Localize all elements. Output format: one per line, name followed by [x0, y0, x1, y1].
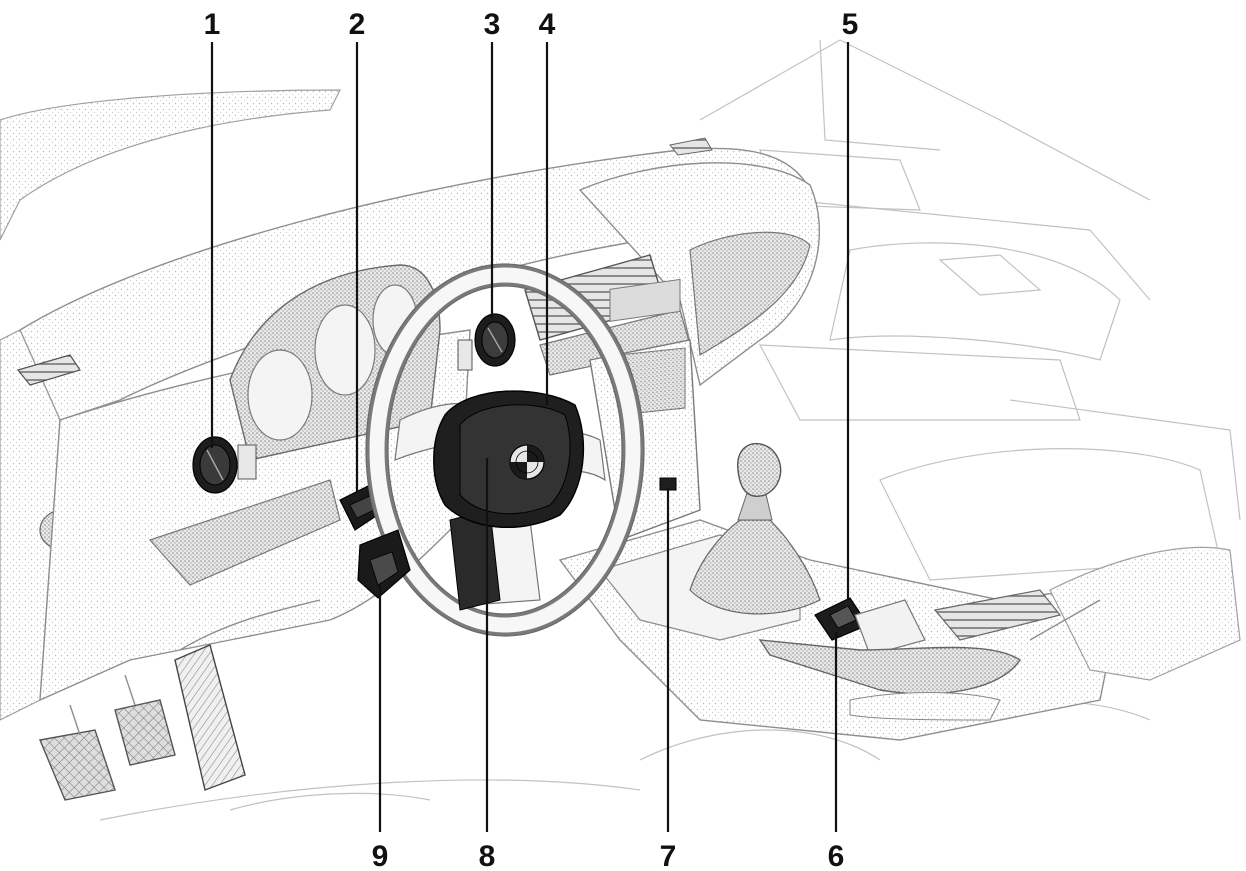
speedometer — [247, 349, 313, 441]
pedals — [39, 644, 246, 801]
left-door-panel — [0, 89, 341, 241]
tachometer — [314, 304, 376, 396]
light-switch[interactable] — [192, 436, 257, 494]
callout-8: 8 — [479, 840, 496, 871]
dashboard-illustration — [0, 39, 1241, 821]
passenger-side-sketch — [639, 39, 1241, 761]
left-air-vent — [16, 354, 81, 386]
airbag-hub[interactable] — [433, 390, 585, 529]
callout-2: 2 — [349, 8, 366, 41]
leader-lines — [210, 42, 850, 832]
clutch-pedal[interactable] — [39, 729, 116, 801]
passenger-seat — [1049, 546, 1241, 681]
callout-labels: 1 2 3 4 5 6 7 8 9 — [204, 8, 859, 871]
accelerator-pedal[interactable] — [174, 644, 246, 791]
callout-3: 3 — [484, 8, 501, 41]
brake-pedal[interactable] — [114, 699, 176, 766]
callout-1: 1 — [204, 8, 221, 41]
callout-5: 5 — [842, 8, 859, 41]
callout-4: 4 — [539, 8, 556, 41]
gear-lever-boot — [689, 519, 821, 615]
callout-6: 6 — [828, 840, 845, 871]
cluster-rotary-control[interactable] — [457, 313, 516, 371]
callout-9: 9 — [372, 840, 389, 871]
gear-lever-knob[interactable] — [737, 443, 782, 497]
callout-7: 7 — [660, 840, 677, 871]
